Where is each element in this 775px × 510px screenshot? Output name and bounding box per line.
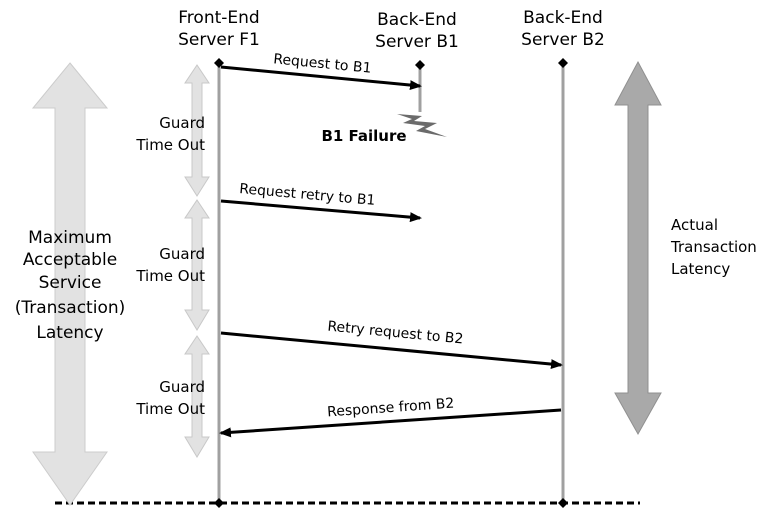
front-end-line1: Front-End bbox=[178, 8, 259, 28]
back-end-b1-start-marker bbox=[415, 60, 425, 70]
max-latency-arrow bbox=[31, 62, 109, 506]
back-end-b1-line2: Server B1 bbox=[375, 32, 459, 52]
back-end-b2-line2: Server B2 bbox=[521, 30, 605, 50]
guard-timeout-arrow-2 bbox=[184, 199, 210, 331]
guard-1-line2: Time Out bbox=[135, 136, 205, 154]
back-end-b2-header: Back-End Server B2 bbox=[521, 8, 605, 50]
actual-latency-line3: Latency bbox=[671, 260, 730, 278]
guard-2-line2: Time Out bbox=[135, 267, 205, 285]
front-end-server-header: Front-End Server F1 bbox=[178, 8, 260, 50]
actual-latency-line1: Actual bbox=[671, 216, 718, 234]
response-from-b2-arrow bbox=[219, 408, 562, 438]
guard-label-2: Guard Time Out bbox=[135, 245, 205, 285]
guard-3-line1: Guard bbox=[159, 378, 205, 396]
lightning-bolt-icon bbox=[397, 114, 447, 137]
actual-latency-line2: Transaction bbox=[670, 238, 757, 256]
front-end-end-marker bbox=[214, 498, 224, 508]
request-retry-b1-arrow bbox=[220, 199, 422, 223]
request-to-b1-arrow bbox=[220, 65, 422, 91]
actual-latency-label: Actual Transaction Latency bbox=[670, 216, 757, 278]
retry-request-b2-label: Retry request to B2 bbox=[327, 319, 464, 348]
back-end-b1-header: Back-End Server B1 bbox=[375, 10, 459, 52]
guard-3-line2: Time Out bbox=[135, 400, 205, 418]
max-latency-line1: Maximum bbox=[28, 228, 112, 248]
back-end-b2-start-marker bbox=[558, 58, 568, 68]
max-latency-line3: Service bbox=[39, 273, 102, 293]
b1-failure-label: B1 Failure bbox=[321, 127, 406, 145]
actual-latency-arrow bbox=[614, 60, 662, 436]
back-end-b2-end-marker bbox=[558, 498, 568, 508]
guard-label-3: Guard Time Out bbox=[135, 378, 205, 418]
guard-1-line1: Guard bbox=[159, 114, 205, 132]
max-latency-line4: (Transaction) bbox=[15, 298, 126, 318]
back-end-b1-line1: Back-End bbox=[377, 10, 457, 30]
front-end-line2: Server F1 bbox=[178, 30, 260, 50]
guard-label-1: Guard Time Out bbox=[135, 114, 205, 154]
max-latency-line2: Acceptable bbox=[23, 250, 117, 270]
max-latency-line5: Latency bbox=[36, 323, 103, 343]
guard-timeout-arrow-3 bbox=[184, 335, 210, 458]
guard-timeout-arrow-1 bbox=[184, 64, 210, 197]
front-end-start-marker bbox=[214, 58, 224, 68]
retry-request-b2-arrow bbox=[220, 331, 563, 370]
back-end-b2-line1: Back-End bbox=[523, 8, 603, 28]
guard-2-line1: Guard bbox=[159, 245, 205, 263]
response-from-b2-label: Response from B2 bbox=[327, 396, 455, 421]
max-latency-label: Maximum Acceptable Service (Transaction)… bbox=[15, 228, 126, 343]
